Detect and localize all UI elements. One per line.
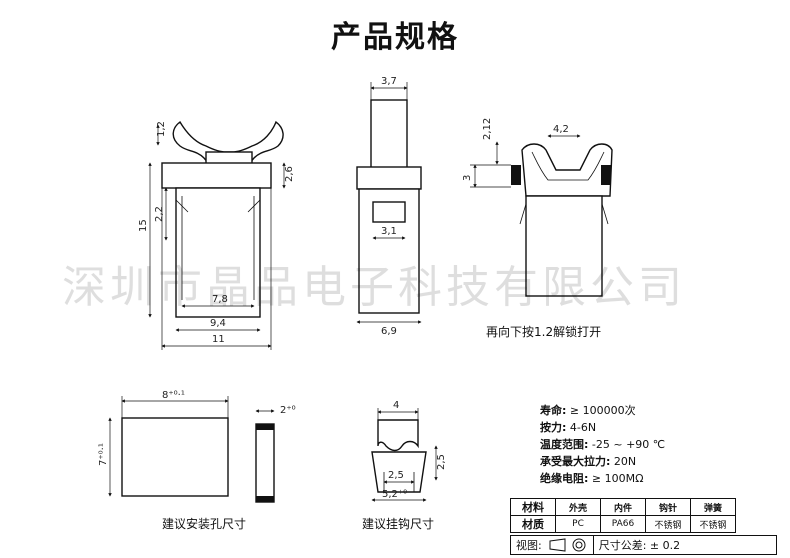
- mounting-hole-view: 8⁺⁰·¹ 7⁺⁰·¹ 建议安装孔尺寸: [98, 390, 246, 531]
- spec-value: ≥ 100MΩ: [591, 472, 644, 485]
- materials-header-row: 材料 外壳 内件 钩针 弹簧: [510, 498, 736, 516]
- footer-row: 视图: 尺寸公差: ± 0.2: [510, 535, 777, 555]
- dim-hole-width: 8⁺⁰·¹: [162, 390, 185, 401]
- panel-thickness-view: 2⁺⁰: [255, 405, 296, 503]
- dim-3-7: 3,7: [381, 76, 397, 87]
- front-clip-arms: [172, 120, 284, 166]
- side-view: 3,7 3,1 6,9: [356, 76, 422, 337]
- page-title: 产品规格: [331, 20, 459, 55]
- dim-hook-inner: 2,5: [388, 470, 404, 481]
- table-cell: PC: [555, 515, 601, 533]
- spec-row: 温度范围: -25 ~ +90 ℃: [540, 436, 665, 453]
- panel-section: [255, 423, 275, 503]
- dim-15: 15: [138, 219, 149, 232]
- spec-row: 承受最大拉力: 20N: [540, 453, 665, 470]
- dim-1-2: 1,2: [156, 121, 167, 137]
- dim-panel-thickness: 2⁺⁰: [280, 405, 296, 416]
- watermark: 深圳市晶品电子科技有限公司: [62, 262, 686, 313]
- pressed-body: [525, 195, 603, 297]
- dim-3: 3: [462, 175, 473, 181]
- spec-value: 4-6N: [569, 421, 597, 434]
- hook-view: 4 2,5 2,5 5,2⁺⁰ 建议挂钩尺寸: [362, 400, 447, 531]
- table-cell: PA66: [600, 515, 646, 533]
- spec-label: 承受最大拉力:: [540, 455, 611, 468]
- front-clip-neck: [205, 151, 253, 165]
- pressed-panel-right: [601, 165, 611, 185]
- pressed-view: 4,2 2,12 3 再向下按1.2解锁打开: [462, 118, 613, 339]
- spec-list: 寿命: ≥ 100000次 按力: 4-6N 温度范围: -25 ~ +90 ℃…: [540, 402, 665, 487]
- dim-hook-width: 4: [393, 400, 399, 411]
- spec-label: 温度范围:: [540, 438, 589, 451]
- dim-4-2: 4,2: [553, 124, 569, 135]
- hook-caption: 建议挂钩尺寸: [362, 517, 434, 531]
- table-cell: 材质: [510, 515, 556, 533]
- side-flange: [356, 166, 422, 190]
- spec-row: 按力: 4-6N: [540, 419, 665, 436]
- dim-6-9: 6,9: [381, 326, 397, 337]
- spec-label: 寿命:: [540, 404, 567, 417]
- dim-3-1: 3,1: [381, 226, 397, 237]
- front-view: 1,2 2,6 15 2,2 7,8 9,4 11: [138, 120, 295, 350]
- side-plunger: [370, 99, 408, 169]
- spec-row: 绝缘电阻: ≥ 100MΩ: [540, 470, 665, 487]
- view-label: 视图:: [516, 539, 542, 552]
- pressed-panel-left: [511, 165, 521, 185]
- pressed-clip: [521, 143, 613, 197]
- front-body: [175, 187, 261, 318]
- table-cell: 不锈钢: [645, 515, 691, 533]
- projection-symbol-icon: [549, 538, 586, 552]
- pressed-caption: 再向下按1.2解锁打开: [486, 324, 601, 339]
- mounting-hole-rect: [121, 417, 229, 497]
- table-cell: 不锈钢: [690, 515, 736, 533]
- side-window: [372, 201, 406, 223]
- table-cell: 材料: [510, 498, 556, 516]
- dim-9-4: 9,4: [210, 318, 226, 329]
- dim-2-12: 2,12: [482, 118, 493, 140]
- spec-value: ≥ 100000次: [569, 404, 636, 417]
- dim-hook-height: 2,5: [436, 454, 447, 470]
- dim-7-8: 7,8: [212, 294, 228, 305]
- materials-value-row: 材质 PC PA66 不锈钢 不锈钢: [510, 515, 736, 533]
- dim-hole-height: 7⁺⁰·¹: [98, 443, 109, 466]
- dim-2-2: 2,2: [154, 206, 165, 222]
- table-cell: 内件: [600, 498, 646, 516]
- mounting-hole-caption: 建议安装孔尺寸: [162, 516, 246, 531]
- hook-shape: [377, 419, 419, 452]
- spec-row: 寿命: ≥ 100000次: [540, 402, 665, 419]
- dim-2-6: 2,6: [284, 166, 295, 182]
- dim-hook-base: 5,2⁺⁰: [382, 489, 407, 500]
- spec-label: 绝缘电阻:: [540, 472, 589, 485]
- front-flange: [161, 162, 272, 189]
- spec-value: 20N: [613, 455, 637, 468]
- table-cell: 钩针: [645, 498, 691, 516]
- spec-value: -25 ~ +90 ℃: [591, 438, 666, 451]
- table-cell: 外壳: [555, 498, 601, 516]
- materials-table: 材料 外壳 内件 钩针 弹簧 材质 PC PA66 不锈钢 不锈钢: [510, 498, 736, 533]
- table-cell: 弹簧: [690, 498, 736, 516]
- spec-label: 按力:: [540, 421, 567, 434]
- dim-11: 11: [212, 334, 225, 345]
- tolerance-text: 尺寸公差: ± 0.2: [598, 539, 681, 552]
